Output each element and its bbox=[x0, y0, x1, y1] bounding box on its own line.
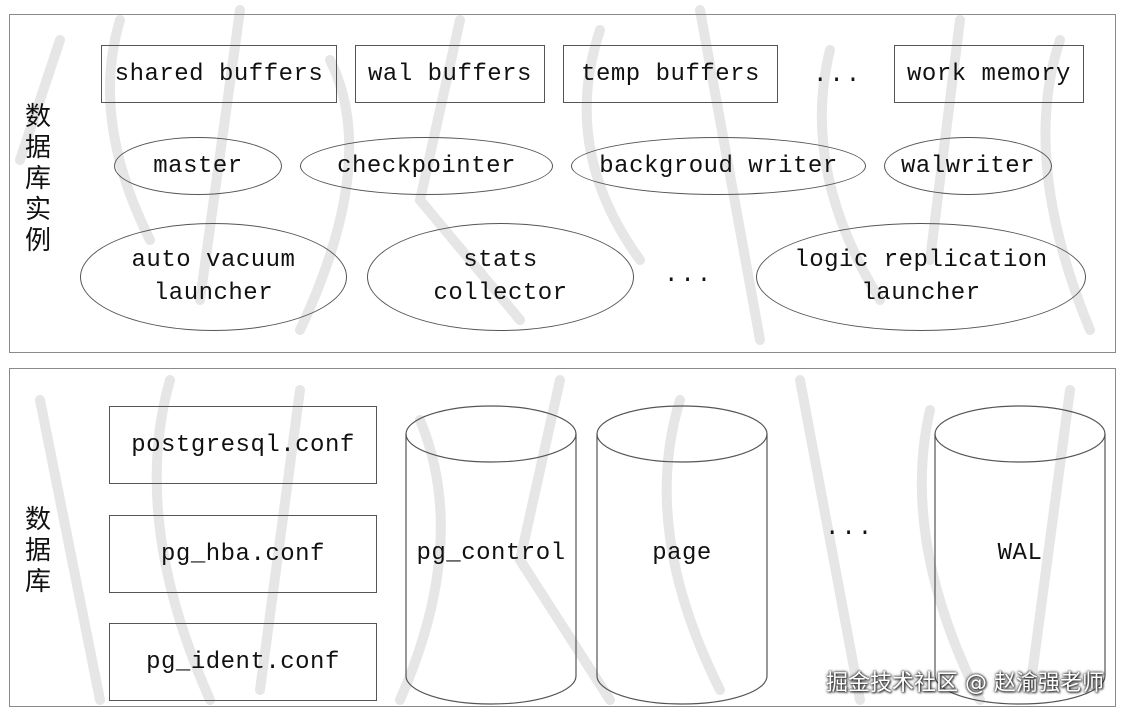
stats-collector-process: stats collector bbox=[367, 223, 634, 331]
autovacuum-launcher-process: auto vacuum launcher bbox=[80, 223, 347, 331]
database-instance-panel bbox=[9, 14, 1116, 353]
instance-side-char: 库 bbox=[24, 164, 51, 194]
instance-side-char: 数 bbox=[24, 102, 51, 132]
postgresql-conf-box: postgresql.conf bbox=[109, 406, 377, 484]
memory-ellipsis: ... bbox=[813, 62, 863, 89]
walwriter-process: walwriter bbox=[884, 137, 1052, 195]
work-memory-box: work memory bbox=[894, 45, 1084, 103]
pg-ident-conf-box: pg_ident.conf bbox=[109, 623, 377, 701]
background-writer-process: backgroud writer bbox=[571, 137, 866, 195]
instance-side-label: 数 据 库 实 例 bbox=[23, 102, 53, 257]
database-side-char: 库 bbox=[24, 567, 51, 597]
wal-buffers-box: wal buffers bbox=[355, 45, 545, 103]
database-side-label: 数 据 库 bbox=[23, 505, 53, 598]
pg-hba-conf-box: pg_hba.conf bbox=[109, 515, 377, 593]
database-side-char: 据 bbox=[24, 536, 51, 566]
credit-watermark: 掘金技术社区 @ 赵渝强老师 bbox=[826, 671, 1104, 696]
instance-side-char: 据 bbox=[24, 133, 51, 163]
autovacuum-line1: auto vacuum bbox=[131, 247, 296, 274]
pg-control-label: pg_control bbox=[416, 540, 566, 567]
storage-ellipsis: ... bbox=[825, 515, 875, 542]
checkpointer-process: checkpointer bbox=[300, 137, 553, 195]
database-panel bbox=[9, 368, 1116, 707]
shared-buffers-box: shared buffers bbox=[101, 45, 337, 103]
stats-line1: stats bbox=[463, 247, 538, 274]
logic-replication-launcher-process: logic replication launcher bbox=[756, 223, 1086, 331]
wal-cylinder bbox=[934, 405, 1106, 705]
instance-side-char: 实 bbox=[24, 195, 51, 225]
database-side-char: 数 bbox=[24, 505, 51, 535]
page-cylinder bbox=[596, 405, 768, 705]
master-process: master bbox=[114, 137, 282, 195]
logic-line1: logic replication bbox=[794, 247, 1048, 274]
pg-control-cylinder bbox=[405, 405, 577, 705]
stats-line2: collector bbox=[433, 280, 568, 307]
process-ellipsis: ... bbox=[664, 262, 714, 289]
logic-line2: launcher bbox=[861, 280, 981, 307]
wal-label: WAL bbox=[997, 540, 1043, 567]
page-label: page bbox=[652, 540, 712, 567]
temp-buffers-box: temp buffers bbox=[563, 45, 778, 103]
autovacuum-line2: launcher bbox=[153, 280, 274, 307]
instance-side-char: 例 bbox=[24, 226, 51, 256]
